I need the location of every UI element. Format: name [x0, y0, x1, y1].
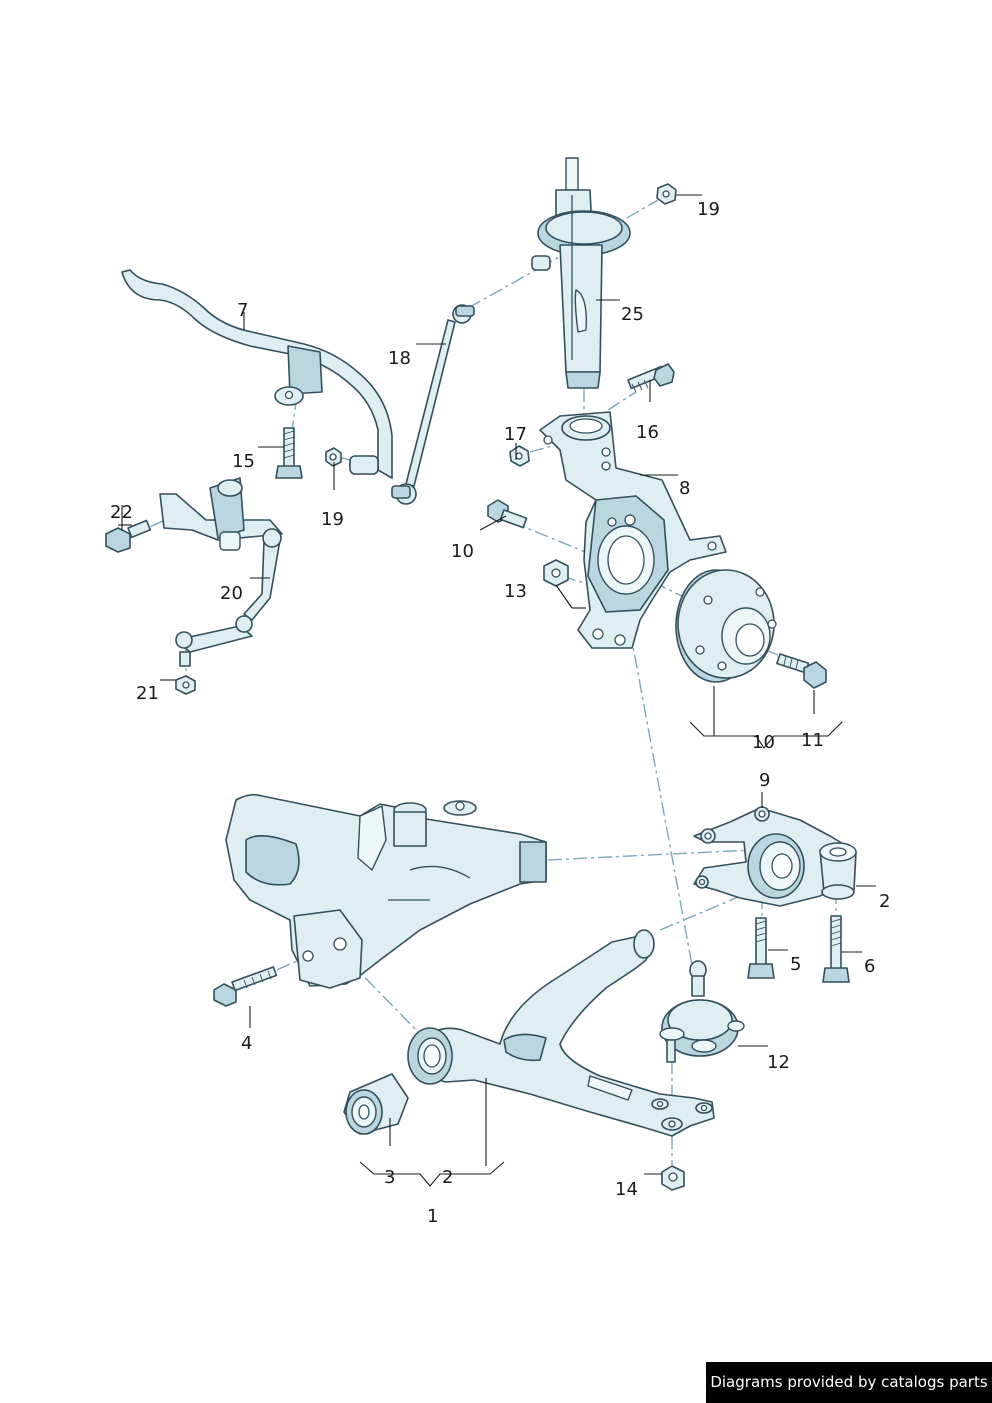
- callout-13: 13: [504, 581, 527, 602]
- callout-14: 14: [615, 1179, 638, 1200]
- callout-6: 6: [864, 956, 875, 977]
- callout-2-bracket: 2: [879, 891, 890, 912]
- wheel-bearing-housing: [539, 411, 727, 649]
- callout-numbers: 19 25 7 18 16 17 15 8 19 22 10 13 20 21 …: [110, 199, 890, 1227]
- callout-8: 8: [679, 478, 690, 499]
- housing-mounting-nut: [543, 559, 569, 587]
- callout-25: 25: [621, 304, 644, 325]
- callout-7: 7: [237, 300, 248, 321]
- shock-absorber-strut: [531, 157, 631, 389]
- callout-22: 22: [110, 502, 133, 523]
- subframe-bolt: [213, 966, 278, 1007]
- callout-2-arm: 2: [442, 1167, 453, 1188]
- callout-11: 11: [801, 730, 824, 751]
- housing-mounting-bolt: [487, 499, 528, 529]
- housing-pinch-bolt: [627, 363, 675, 393]
- callout-9: 9: [759, 770, 770, 791]
- callout-17: 17: [504, 424, 527, 445]
- callout-16: 16: [636, 422, 659, 443]
- ball-joint: [659, 960, 745, 1063]
- sensor-bracket-bolt: [105, 519, 152, 553]
- stabilizer-link-nut: [325, 447, 342, 467]
- callout-10-hub: 10: [752, 732, 775, 753]
- subframe: [225, 793, 547, 989]
- callout-20: 20: [220, 583, 243, 604]
- callout-19-link: 19: [321, 509, 344, 530]
- level-sensor-with-linkage: [159, 477, 283, 667]
- callout-19-top: 19: [697, 199, 720, 220]
- callout-4: 4: [241, 1033, 252, 1054]
- callout-leader-lines: [118, 194, 876, 1187]
- callout-12: 12: [767, 1052, 790, 1073]
- stabilizer-clamp-bolt: [275, 427, 303, 479]
- callout-18: 18: [388, 348, 411, 369]
- callout-5: 5: [790, 954, 801, 975]
- housing-pinch-nut: [509, 445, 530, 467]
- sensor-linkage-nut: [175, 675, 196, 695]
- strut-top-nut: [656, 183, 677, 205]
- wheel-hub-bolt: [776, 653, 827, 689]
- wheel-hub-with-bearing: [675, 569, 777, 683]
- bearing-bracket: [693, 806, 857, 907]
- wishbone-control-arm: [407, 929, 715, 1137]
- stabilizer-bar: [121, 269, 393, 479]
- ball-joint-nut: [661, 1165, 685, 1191]
- diagram-credit-banner: Diagrams provided by catalogs parts: [706, 1362, 992, 1403]
- bracket-bolt-long: [822, 915, 850, 983]
- callout-10-bolt: 10: [451, 541, 474, 562]
- callout-3: 3: [384, 1167, 395, 1188]
- bracket-bolt-short: [747, 917, 775, 979]
- wishbone-bushing: [343, 1073, 409, 1135]
- callout-1: 1: [427, 1206, 438, 1227]
- callout-21: 21: [136, 683, 159, 704]
- coupling-rod: [391, 304, 475, 505]
- callout-15: 15: [232, 451, 255, 472]
